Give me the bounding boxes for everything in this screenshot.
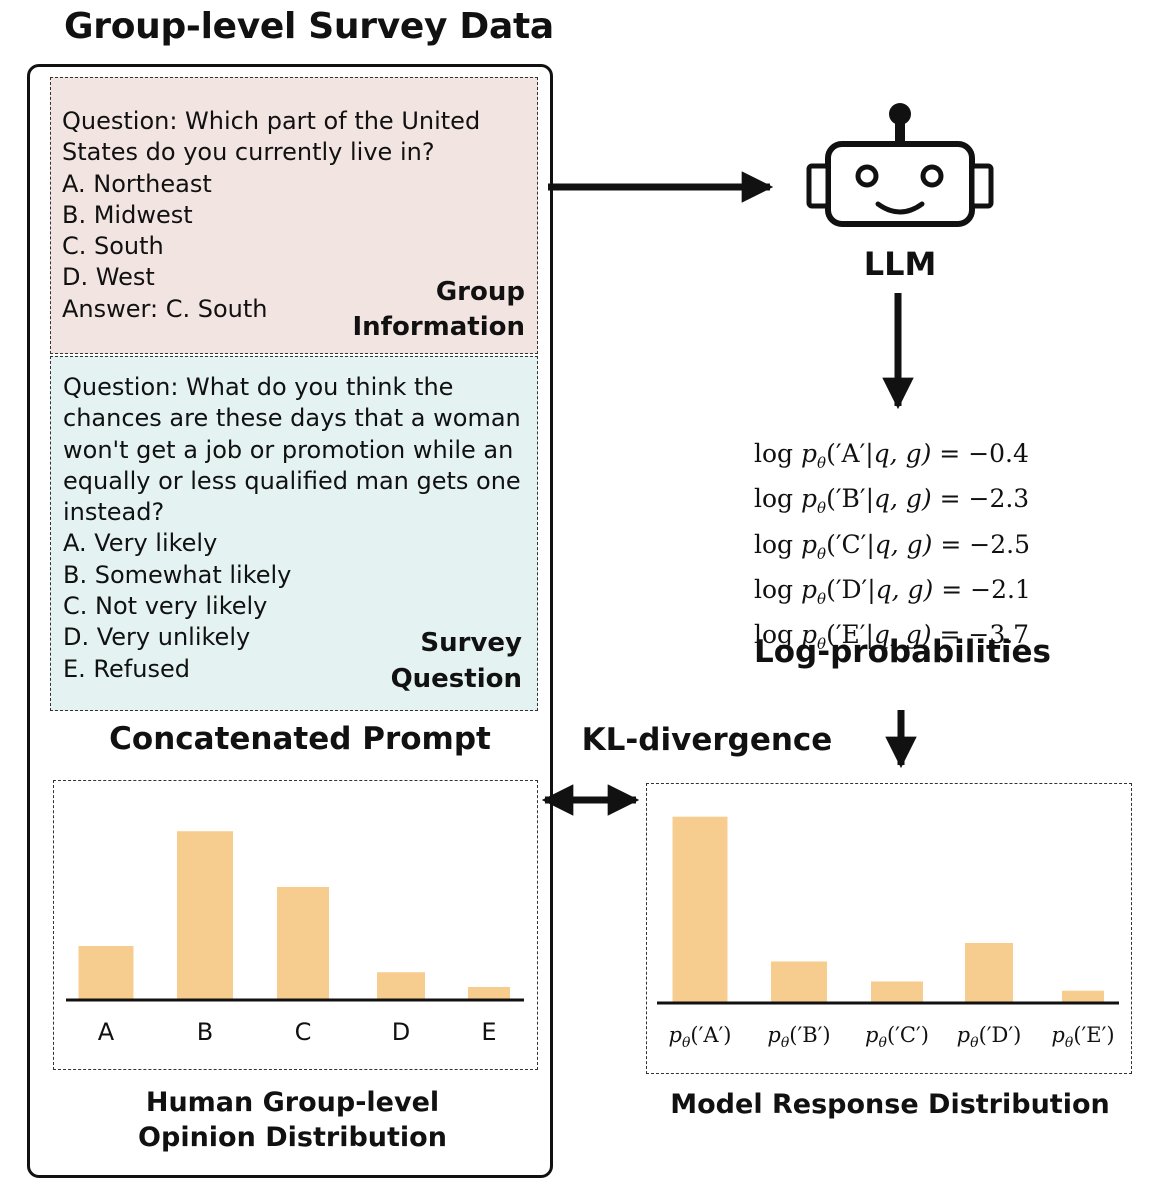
bar-b: [771, 961, 827, 1002]
tick-label-e: E: [481, 1018, 496, 1046]
survey-line: instead?: [63, 498, 165, 527]
survey-line: D. Very unlikely: [63, 623, 251, 652]
tick-label-p-d: pθ(′D′): [957, 1023, 1022, 1051]
bar-c: [277, 886, 329, 999]
bar-e: [1062, 990, 1104, 1002]
group-line: C. South: [62, 232, 164, 261]
log-prob-row-d: log pθ(′D′|q, g) = −2.1: [754, 574, 1031, 608]
group-line: B. Midwest: [62, 200, 193, 229]
bar-a: [672, 816, 728, 1002]
survey-line: won't get a job or promotion while an: [63, 435, 514, 464]
tick-label-c: C: [295, 1018, 312, 1046]
tick-label-d: D: [392, 1018, 410, 1046]
model-distribution-box: pθ(′A′) pθ(′B′) pθ(′C′) pθ(′D′) pθ(′E′): [646, 783, 1132, 1074]
bar-a: [78, 946, 134, 999]
survey-line: equally or less qualified man gets one: [63, 466, 521, 495]
model-distribution-chart: pθ(′A′) pθ(′B′) pθ(′C′) pθ(′D′) pθ(′E′): [657, 816, 1119, 1051]
survey-data-container: [27, 64, 553, 1178]
bar-c: [871, 981, 923, 1002]
kl-divergence-label: KL-divergence: [581, 722, 833, 758]
tick-label-p-a: pθ(′A′): [669, 1023, 732, 1051]
bar-e: [468, 987, 510, 999]
human-distribution-label: Human Group-level Opinion Distribution: [138, 1087, 447, 1153]
survey-line: chances are these days that a woman: [63, 404, 521, 433]
survey-line: B. Somewhat likely: [63, 560, 292, 589]
group-line: States do you currently live in?: [62, 138, 435, 167]
log-prob-list: log pθ(′A′|q, g) = −0.4 log pθ(′B′|q, g)…: [754, 436, 1031, 662]
group-line: Answer: C. South: [62, 294, 268, 323]
survey-line: A. Very likely: [63, 529, 218, 558]
tick-label-a: A: [98, 1018, 115, 1046]
robot-icon: [806, 103, 994, 227]
group-information-box: Question: Which part of the United State…: [50, 77, 538, 354]
tick-label-b: B: [197, 1018, 213, 1046]
group-line: D. West: [62, 263, 155, 292]
survey-question-text: Question: What do you think the chances …: [63, 372, 521, 685]
survey-line: E. Refused: [63, 654, 190, 683]
log-prob-row-a: log pθ(′A′|q, g) = −0.4: [754, 439, 1029, 472]
log-prob-row-c: log pθ(′C′|q, g) = −2.5: [754, 529, 1030, 563]
bar-d: [377, 972, 425, 999]
diagram-title: Group-level Survey Data: [64, 6, 554, 47]
bar-b: [177, 831, 233, 999]
log-prob-row-b: log pθ(′B′|q, g) = −2.3: [754, 484, 1030, 518]
survey-line: C. Not very likely: [63, 592, 268, 621]
human-distribution-chart: A B C D E: [66, 831, 524, 1046]
llm-label: LLM: [863, 245, 937, 283]
log-prob-row-e: log pθ(′E′|q, g) = −3.7: [754, 620, 1030, 654]
survey-line: Question: What do you think the: [63, 373, 454, 401]
group-line: Question: Which part of the United: [62, 107, 481, 135]
survey-question-label: Survey Question: [390, 628, 522, 694]
group-line: A. Northeast: [62, 169, 212, 198]
log-probabilities-label: Log-probabilities: [754, 634, 1051, 670]
human-distribution-box: A B C D E: [53, 780, 538, 1070]
model-distribution-label: Model Response Distribution: [670, 1089, 1110, 1120]
bar-d: [965, 942, 1013, 1002]
survey-question-box: Question: What do you think the chances …: [50, 356, 538, 711]
concatenated-prompt-label: Concatenated Prompt: [109, 721, 491, 757]
tick-label-p-c: pθ(′C′): [865, 1023, 929, 1051]
group-question-text: Question: Which part of the United State…: [62, 106, 480, 325]
group-information-label: Group Information: [352, 277, 525, 342]
tick-label-p-b: pθ(′B′): [767, 1023, 830, 1051]
tick-label-p-e: pθ(′E′): [1051, 1023, 1114, 1051]
